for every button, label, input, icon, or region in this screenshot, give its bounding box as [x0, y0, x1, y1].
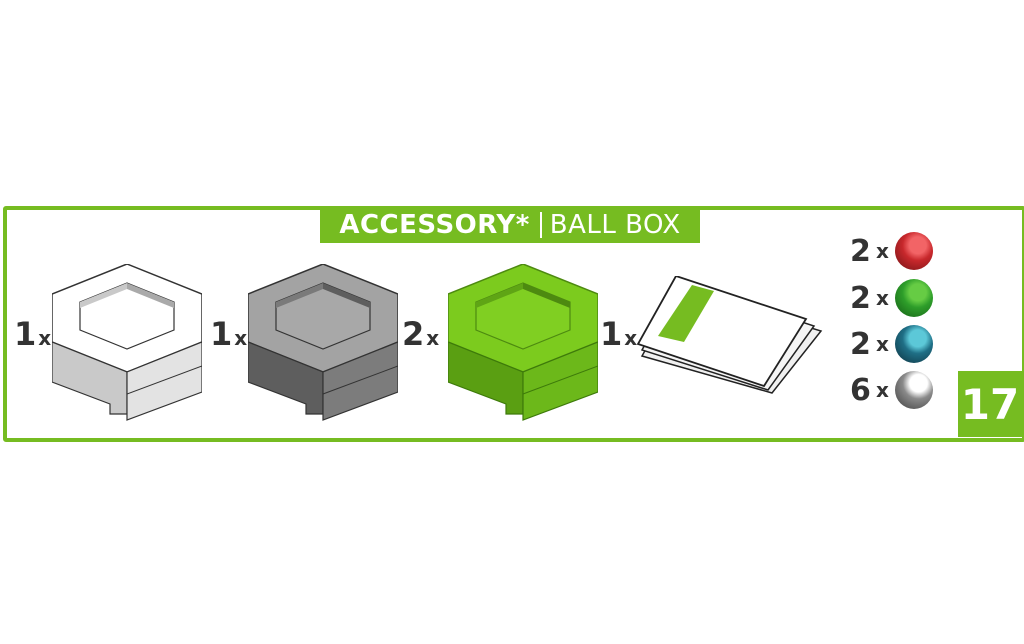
title-accessory: ACCESSORY*: [339, 210, 530, 240]
page-number-badge: 17: [958, 371, 1022, 437]
title-separator: [539, 212, 542, 238]
green-ball-icon: [894, 279, 933, 317]
red-ball-icon: [894, 232, 933, 270]
gray-hex-base-icon: [248, 264, 398, 421]
green-hex-base-icon: [448, 264, 598, 421]
title-ball-box: BALL BOX: [549, 210, 681, 240]
white-hex-base-icon: [52, 264, 202, 421]
section-title: ACCESSORY* BALL BOX: [320, 207, 700, 243]
silver-ball-icon: [894, 371, 933, 409]
teal-ball-icon: [894, 325, 933, 363]
instruction-booklet-icon: [636, 276, 823, 394]
